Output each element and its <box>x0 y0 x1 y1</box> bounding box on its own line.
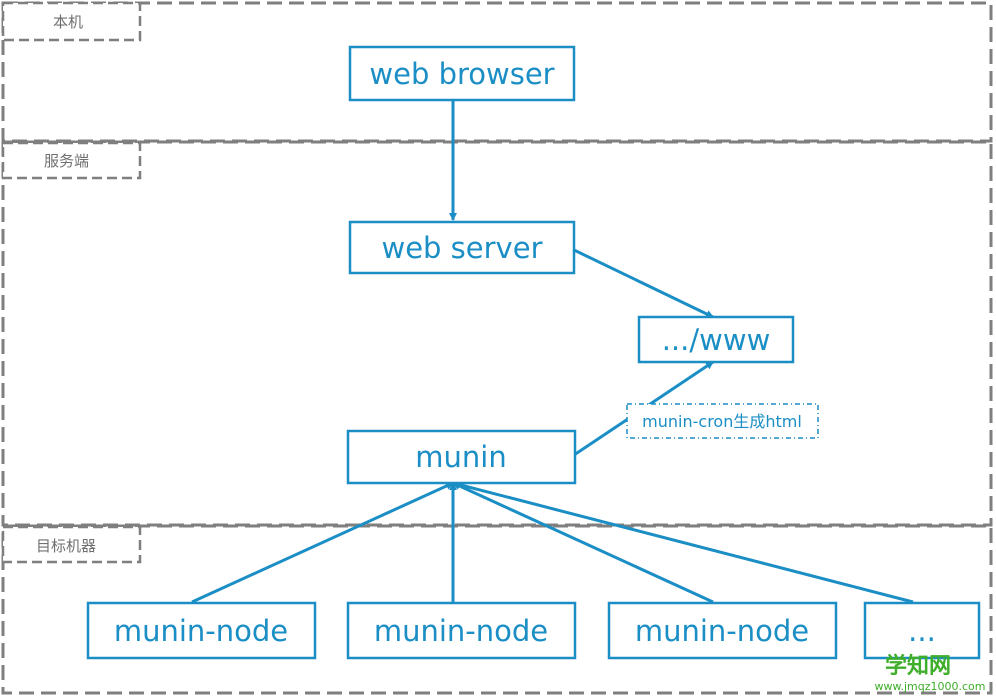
watermark-url: www.jmqz1000.com <box>875 680 986 693</box>
node-web-browser: web browser <box>348 45 576 102</box>
node-munin-node-3: munin-node <box>607 601 838 660</box>
edge-server-to-www <box>573 248 714 319</box>
zone-tag-local <box>1 1 142 42</box>
zone-tag-target <box>1 525 142 564</box>
node-box-munin-node-2 <box>346 601 577 660</box>
note-box <box>626 403 819 439</box>
node-munin-node-2: munin-node <box>346 601 577 660</box>
edge-node1-to-munin <box>191 481 454 604</box>
zone-label-server: 服务端 <box>44 152 89 170</box>
node-box-munin-node-3 <box>607 601 838 660</box>
zone-label-local: 本机 <box>53 13 83 31</box>
note-label: munin-cron生成html <box>642 412 802 431</box>
zone-tag-server <box>1 141 142 180</box>
node-box-www <box>637 315 795 364</box>
node-www: .../www <box>637 315 795 364</box>
node-more-nodes: ... <box>863 601 981 660</box>
node-box-more-nodes <box>863 601 981 660</box>
node-label-munin: munin <box>415 440 506 474</box>
node-box-munin <box>346 429 577 485</box>
edges-group <box>191 100 914 604</box>
note-munin-cron: munin-cron生成html <box>626 403 819 439</box>
node-label-www: .../www <box>662 323 771 357</box>
node-box-munin-node-1 <box>86 601 317 660</box>
node-box-web-server <box>348 220 576 275</box>
node-web-server: web server <box>348 220 576 275</box>
node-label-munin-node-3: munin-node <box>635 614 809 648</box>
node-munin-node-1: munin-node <box>86 601 317 660</box>
watermark: 学知网 www.jmqz1000.com <box>875 653 986 693</box>
node-munin: munin <box>346 429 577 485</box>
zone-target <box>1 524 993 695</box>
edge-more-to-munin <box>452 480 914 604</box>
edge-node3-to-munin <box>452 481 714 604</box>
node-label-munin-node-1: munin-node <box>114 614 288 648</box>
node-label-munin-node-2: munin-node <box>374 614 548 648</box>
node-label-web-browser: web browser <box>369 57 554 91</box>
zone-label-target: 目标机器 <box>36 537 96 555</box>
zone-server <box>1 140 993 527</box>
node-label-web-server: web server <box>382 231 543 265</box>
watermark-title: 学知网 <box>885 653 951 679</box>
node-box-web-browser <box>348 45 576 102</box>
node-label-more-nodes: ... <box>908 614 936 648</box>
